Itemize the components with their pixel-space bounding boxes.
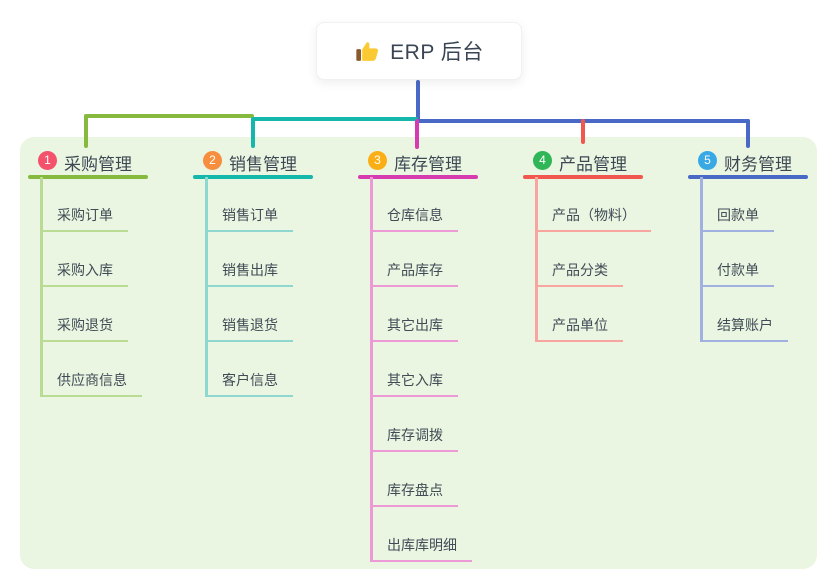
branch-underline <box>28 175 148 179</box>
connector-drop-branch5 <box>746 119 750 148</box>
child-node[interactable]: 库存调拨 <box>370 427 458 452</box>
branch-badge: 2 <box>203 151 222 170</box>
branch-purchase: 1 采购管理 采购订单 采购入库 采购退货 供应商信息 <box>28 144 192 574</box>
branch-child-connector <box>700 177 703 342</box>
branch-inventory: 3 库存管理 仓库信息 产品库存 其它出库 其它入库 库存调拨 库存盘点 出库库… <box>358 144 522 574</box>
branch-node[interactable]: 4 产品管理 <box>523 144 683 179</box>
child-node[interactable]: 结算账户 <box>700 317 788 342</box>
child-node[interactable]: 产品单位 <box>535 317 623 342</box>
branch-badge: 4 <box>533 151 552 170</box>
child-node[interactable]: 产品（物料） <box>535 207 651 232</box>
child-node[interactable]: 产品分类 <box>535 262 623 287</box>
branch-child-connector <box>535 177 538 342</box>
child-node[interactable]: 其它入库 <box>370 372 458 397</box>
child-node[interactable]: 库存盘点 <box>370 482 458 507</box>
connector-drop-branch1 <box>84 114 88 148</box>
branch-child-connector <box>370 177 373 562</box>
branch-child-connector <box>40 177 43 397</box>
branches-panel <box>20 137 817 569</box>
branch-node[interactable]: 1 采购管理 <box>28 144 188 179</box>
child-node[interactable]: 采购入库 <box>40 262 128 287</box>
child-node[interactable]: 采购订单 <box>40 207 128 232</box>
thumbs-up-icon <box>356 41 379 61</box>
connector-drop-branch4 <box>581 119 585 144</box>
branch-underline <box>523 175 643 179</box>
connector-horizontal-branch1 <box>86 114 254 118</box>
child-node[interactable]: 产品库存 <box>370 262 458 287</box>
child-node[interactable]: 其它出库 <box>370 317 458 342</box>
branch-title: 财务管理 <box>724 155 792 174</box>
branch-node[interactable]: 5 财务管理 <box>688 144 839 179</box>
child-node[interactable]: 出库库明细 <box>370 537 472 562</box>
root-node[interactable]: ERP 后台 <box>316 22 522 80</box>
branch-badge: 5 <box>698 151 717 170</box>
branch-child-connector <box>205 177 208 397</box>
root-title: ERP 后台 <box>390 41 484 64</box>
branch-title: 库存管理 <box>394 155 462 174</box>
child-node[interactable]: 回款单 <box>700 207 774 232</box>
child-node[interactable]: 采购退货 <box>40 317 128 342</box>
branch-product: 4 产品管理 产品（物料） 产品分类 产品单位 <box>523 144 687 574</box>
child-node[interactable]: 销售订单 <box>205 207 293 232</box>
branch-node[interactable]: 3 库存管理 <box>358 144 518 179</box>
child-node[interactable]: 仓库信息 <box>370 207 458 232</box>
child-node[interactable]: 客户信息 <box>205 372 293 397</box>
branch-badge: 3 <box>368 151 387 170</box>
branch-title: 销售管理 <box>229 155 297 174</box>
child-node[interactable]: 销售退货 <box>205 317 293 342</box>
child-node[interactable]: 供应商信息 <box>40 372 142 397</box>
child-node[interactable]: 付款单 <box>700 262 774 287</box>
branch-underline <box>193 175 313 179</box>
branch-finance: 5 财务管理 回款单 付款单 结算账户 <box>688 144 839 574</box>
branch-badge: 1 <box>38 151 57 170</box>
connector-drop-branch3 <box>415 119 419 149</box>
connector-horizontal-branch2 <box>252 117 418 121</box>
connector-root-stem <box>416 80 420 121</box>
branch-node[interactable]: 2 销售管理 <box>193 144 353 179</box>
branch-title: 产品管理 <box>559 155 627 174</box>
child-node[interactable]: 销售出库 <box>205 262 293 287</box>
branch-sales: 2 销售管理 销售订单 销售出库 销售退货 客户信息 <box>193 144 357 574</box>
connector-drop-branch2 <box>251 117 255 148</box>
branch-underline <box>688 175 808 179</box>
branch-underline <box>358 175 478 179</box>
branch-title: 采购管理 <box>64 155 132 174</box>
